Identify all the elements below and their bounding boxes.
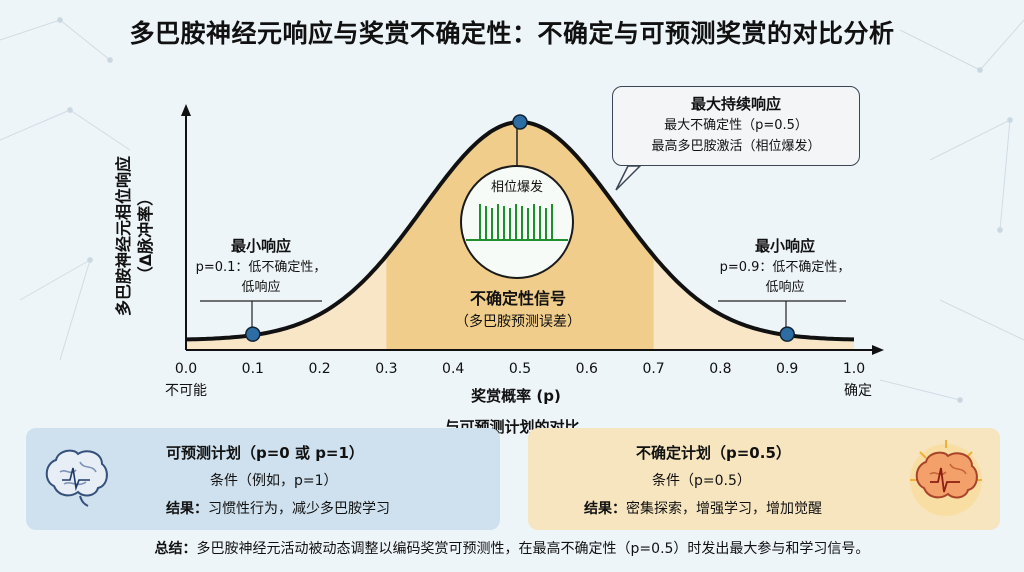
x-tick-label: 0.9 — [776, 361, 799, 377]
summary-text: 多巴胺神经元活动被动态调整以编码奖赏可预测性，在最高不确定性（p=0.5）时发出… — [196, 541, 870, 557]
x-tick-label: 0.2 — [308, 361, 331, 377]
x-tick-label: 0.1 — [241, 361, 264, 377]
uncertain-result-label: 结果： — [584, 501, 626, 517]
x-tick-label: 1.0 — [842, 361, 866, 377]
predictable-result-text: 习惯性行为，减少多巴胺学习 — [208, 501, 390, 517]
predictable-panel: 可预测计划（p=0 或 p=1） 条件（例如，p=1） 结果：习惯性行为，减少多… — [26, 428, 500, 530]
x-end-left-label: 不可能 — [165, 383, 207, 399]
y-axis-arrow — [181, 104, 191, 116]
x-tick-label: 0.4 — [442, 361, 465, 377]
brain-activated-icon — [910, 440, 982, 516]
y-axis-label: 多巴胺神经元相位响应 （Δ脉冲率） — [113, 106, 157, 366]
callout-heading: 最大持续响应 — [690, 95, 781, 113]
highlight-point-0.5 — [512, 114, 528, 130]
uncertainty-signal-label: 不确定性信号 （多巴胺预测误差） — [408, 286, 628, 332]
burst-label: 相位爆发 — [490, 180, 543, 195]
min-left-label: 最小响应 p=0.1：低不确定性， 低响应 — [186, 234, 336, 298]
x-tick-label: 0.7 — [642, 361, 665, 377]
summary: 总结：多巴胺神经元活动被动态调整以编码奖赏可预测性，在最高不确定性（p=0.5）… — [0, 538, 1024, 558]
y-axis-label-line1: 多巴胺神经元相位响应 — [114, 156, 133, 317]
highlight-point-0.1 — [245, 326, 261, 342]
callout-line2: 最高多巴胺激活（相位爆发） — [651, 139, 821, 154]
min-right-line1: p=0.9：低不确定性， — [719, 260, 851, 275]
x-tick-label: 0.6 — [575, 361, 598, 377]
page-title: 多巴胺神经元响应与奖赏不确定性：不确定与可预测奖赏的对比分析 — [129, 19, 895, 48]
min-right-line2: 低响应 — [765, 280, 805, 295]
uncertain-condition: 条件（p=0.5） — [652, 473, 751, 489]
predictable-title: 可预测计划（p=0 或 p=1） — [166, 444, 364, 462]
y-axis-label-line2: （Δ脉冲率） — [136, 189, 155, 283]
min-right-label: 最小响应 p=0.9：低不确定性， 低响应 — [705, 234, 865, 298]
x-end-right-label: 确定 — [844, 383, 872, 399]
x-tick-label: 0.3 — [375, 361, 398, 377]
min-left-heading: 最小响应 — [230, 237, 291, 255]
x-axis-label: 奖赏概率 (p) — [471, 387, 561, 405]
peak-callout: 最大持续响应 最大不确定性（p=0.5） 最高多巴胺激活（相位爆发） — [612, 86, 860, 166]
predictable-result-label: 结果： — [166, 501, 208, 517]
x-axis-arrow — [872, 345, 884, 355]
predictable-condition: 条件（例如，p=1） — [210, 473, 338, 489]
x-tick-label: 0.8 — [709, 361, 732, 377]
min-right-heading: 最小响应 — [754, 237, 815, 255]
callout-line1: 最大不确定性（p=0.5） — [664, 118, 808, 133]
min-left-line1: p=0.1：低不确定性， — [195, 260, 327, 275]
uncertain-result-text: 密集探索，增强学习，增加觉醒 — [626, 501, 822, 517]
predictable-result: 结果：习惯性行为，减少多巴胺学习 — [166, 498, 390, 518]
uncertain-title: 不确定计划（p=0.5） — [636, 444, 791, 462]
x-tick-label: 0.0 — [174, 361, 198, 377]
min-left-line2: 低响应 — [241, 280, 281, 295]
uncertainty-heading: 不确定性信号 — [469, 289, 566, 308]
uncertainty-sub: （多巴胺预测误差） — [455, 314, 581, 330]
highlight-point-0.9 — [779, 326, 795, 342]
callout-pointer — [615, 165, 642, 191]
burst-spikes — [466, 204, 568, 241]
brain-cool-icon — [45, 449, 108, 507]
uncertain-panel: 不确定计划（p=0.5） 条件（p=0.5） 结果：密集探索，增强学习，增加觉醒 — [528, 428, 1000, 530]
uncertain-result: 结果：密集探索，增强学习，增加觉醒 — [584, 498, 822, 518]
summary-label: 总结： — [154, 541, 197, 557]
x-tick-label: 0.5 — [508, 361, 532, 377]
